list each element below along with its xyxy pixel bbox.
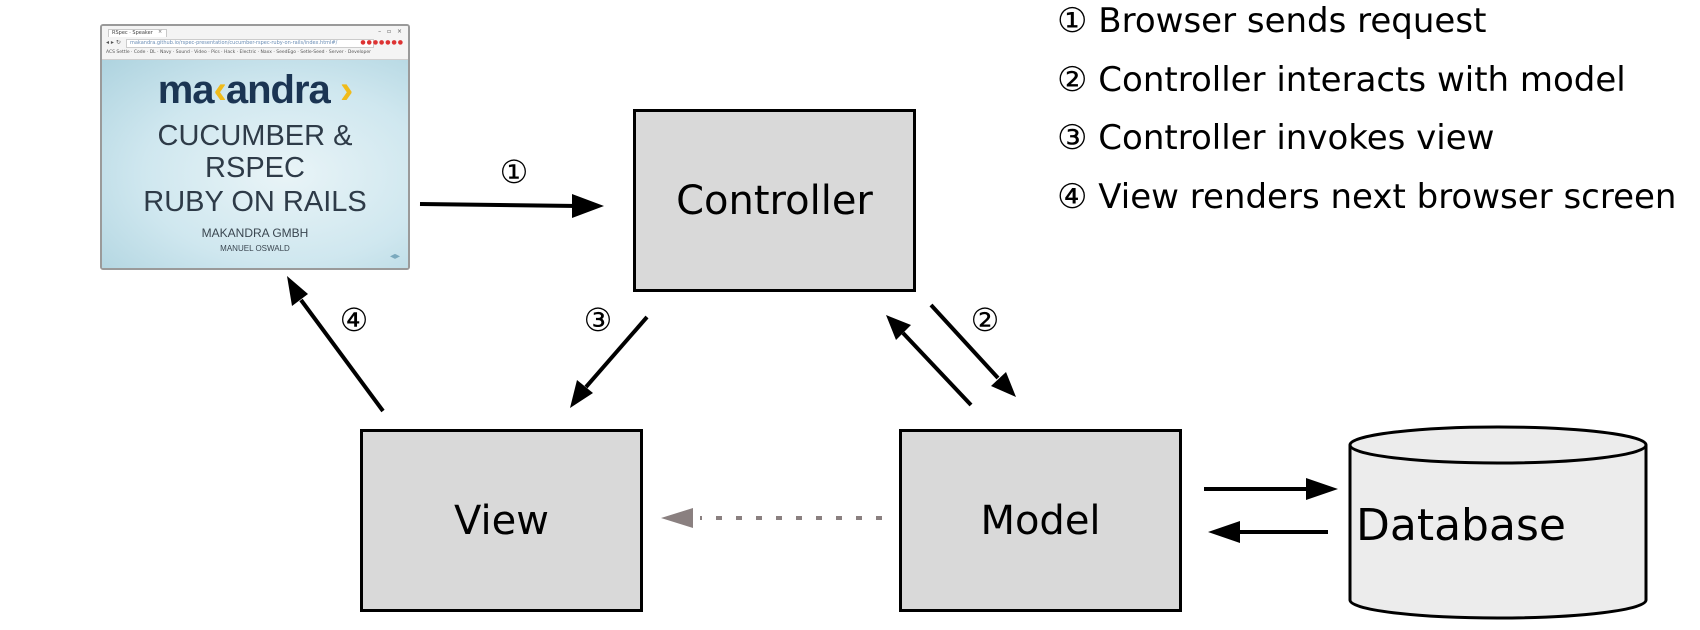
database-cylinder	[1348, 425, 1648, 620]
slide-title-line-3: RUBY ON RAILS	[143, 186, 367, 218]
bookmarks-bar: ACS Settle · Code · DL · Navy · Sound · …	[106, 50, 372, 55]
slide: ma‹andra › CUCUMBER & RSPEC RUBY ON RAIL…	[102, 60, 408, 268]
model-label: Model	[980, 497, 1101, 544]
arrow-view-to-browser	[287, 276, 385, 413]
browser-url: makandra.github.io/rspec-presentation/cu…	[126, 39, 374, 48]
legend-item-4: ④ View renders next browser screen	[1057, 176, 1677, 217]
database-label: Database	[1356, 500, 1566, 551]
view-box: View	[360, 429, 643, 612]
arrow-database-to-model	[1208, 521, 1328, 543]
close-icon: ×	[158, 29, 163, 35]
legend-item-1: ① Browser sends request	[1057, 1, 1487, 41]
step-marker-4: ④	[339, 301, 369, 339]
arrow-model-to-controller	[886, 315, 973, 407]
arrow-controller-to-view	[570, 315, 649, 408]
window-controls-icon: – ▫ ×	[378, 28, 404, 35]
slide-company: MAKANDRA GMBH	[201, 226, 309, 240]
slide-nav-icon: ◂▸	[389, 251, 400, 262]
slide-title-line-2: RSPEC	[205, 152, 305, 184]
legend: ① Browser sends request ② Controller int…	[1057, 2, 1676, 236]
makandra-logo: ma‹andra ›	[157, 68, 354, 112]
step-marker-1: ①	[499, 153, 529, 191]
browser-screenshot: RSpec · Speaker × – ▫ × ◂ ▸ ↻ makandra.g…	[100, 24, 410, 270]
controller-label: Controller	[676, 177, 873, 224]
model-box: Model	[899, 429, 1182, 612]
legend-item-3: ③ Controller invokes view	[1057, 118, 1495, 158]
slide-author: MANUEL OSWALD	[220, 244, 290, 253]
controller-box: Controller	[633, 109, 916, 292]
step-marker-2: ②	[970, 301, 1000, 339]
slide-title-line-1: CUCUMBER &	[157, 120, 353, 152]
legend-item-2: ② Controller interacts with model	[1057, 59, 1626, 100]
step-marker-3: ③	[583, 301, 613, 339]
arrow-controller-to-model	[929, 303, 1016, 397]
arrow-model-to-view-dashed	[661, 508, 882, 528]
browser-chrome: RSpec · Speaker × – ▫ × ◂ ▸ ↻ makandra.g…	[102, 26, 408, 60]
back-forward-icon: ◂ ▸ ↻	[106, 39, 121, 46]
arrow-model-to-database	[1204, 478, 1338, 500]
view-label: View	[454, 497, 549, 544]
extension-icons: ●●●●●●●	[360, 39, 404, 46]
browser-tab: RSpec · Speaker	[108, 29, 167, 37]
arrow-browser-to-controller	[419, 194, 604, 218]
